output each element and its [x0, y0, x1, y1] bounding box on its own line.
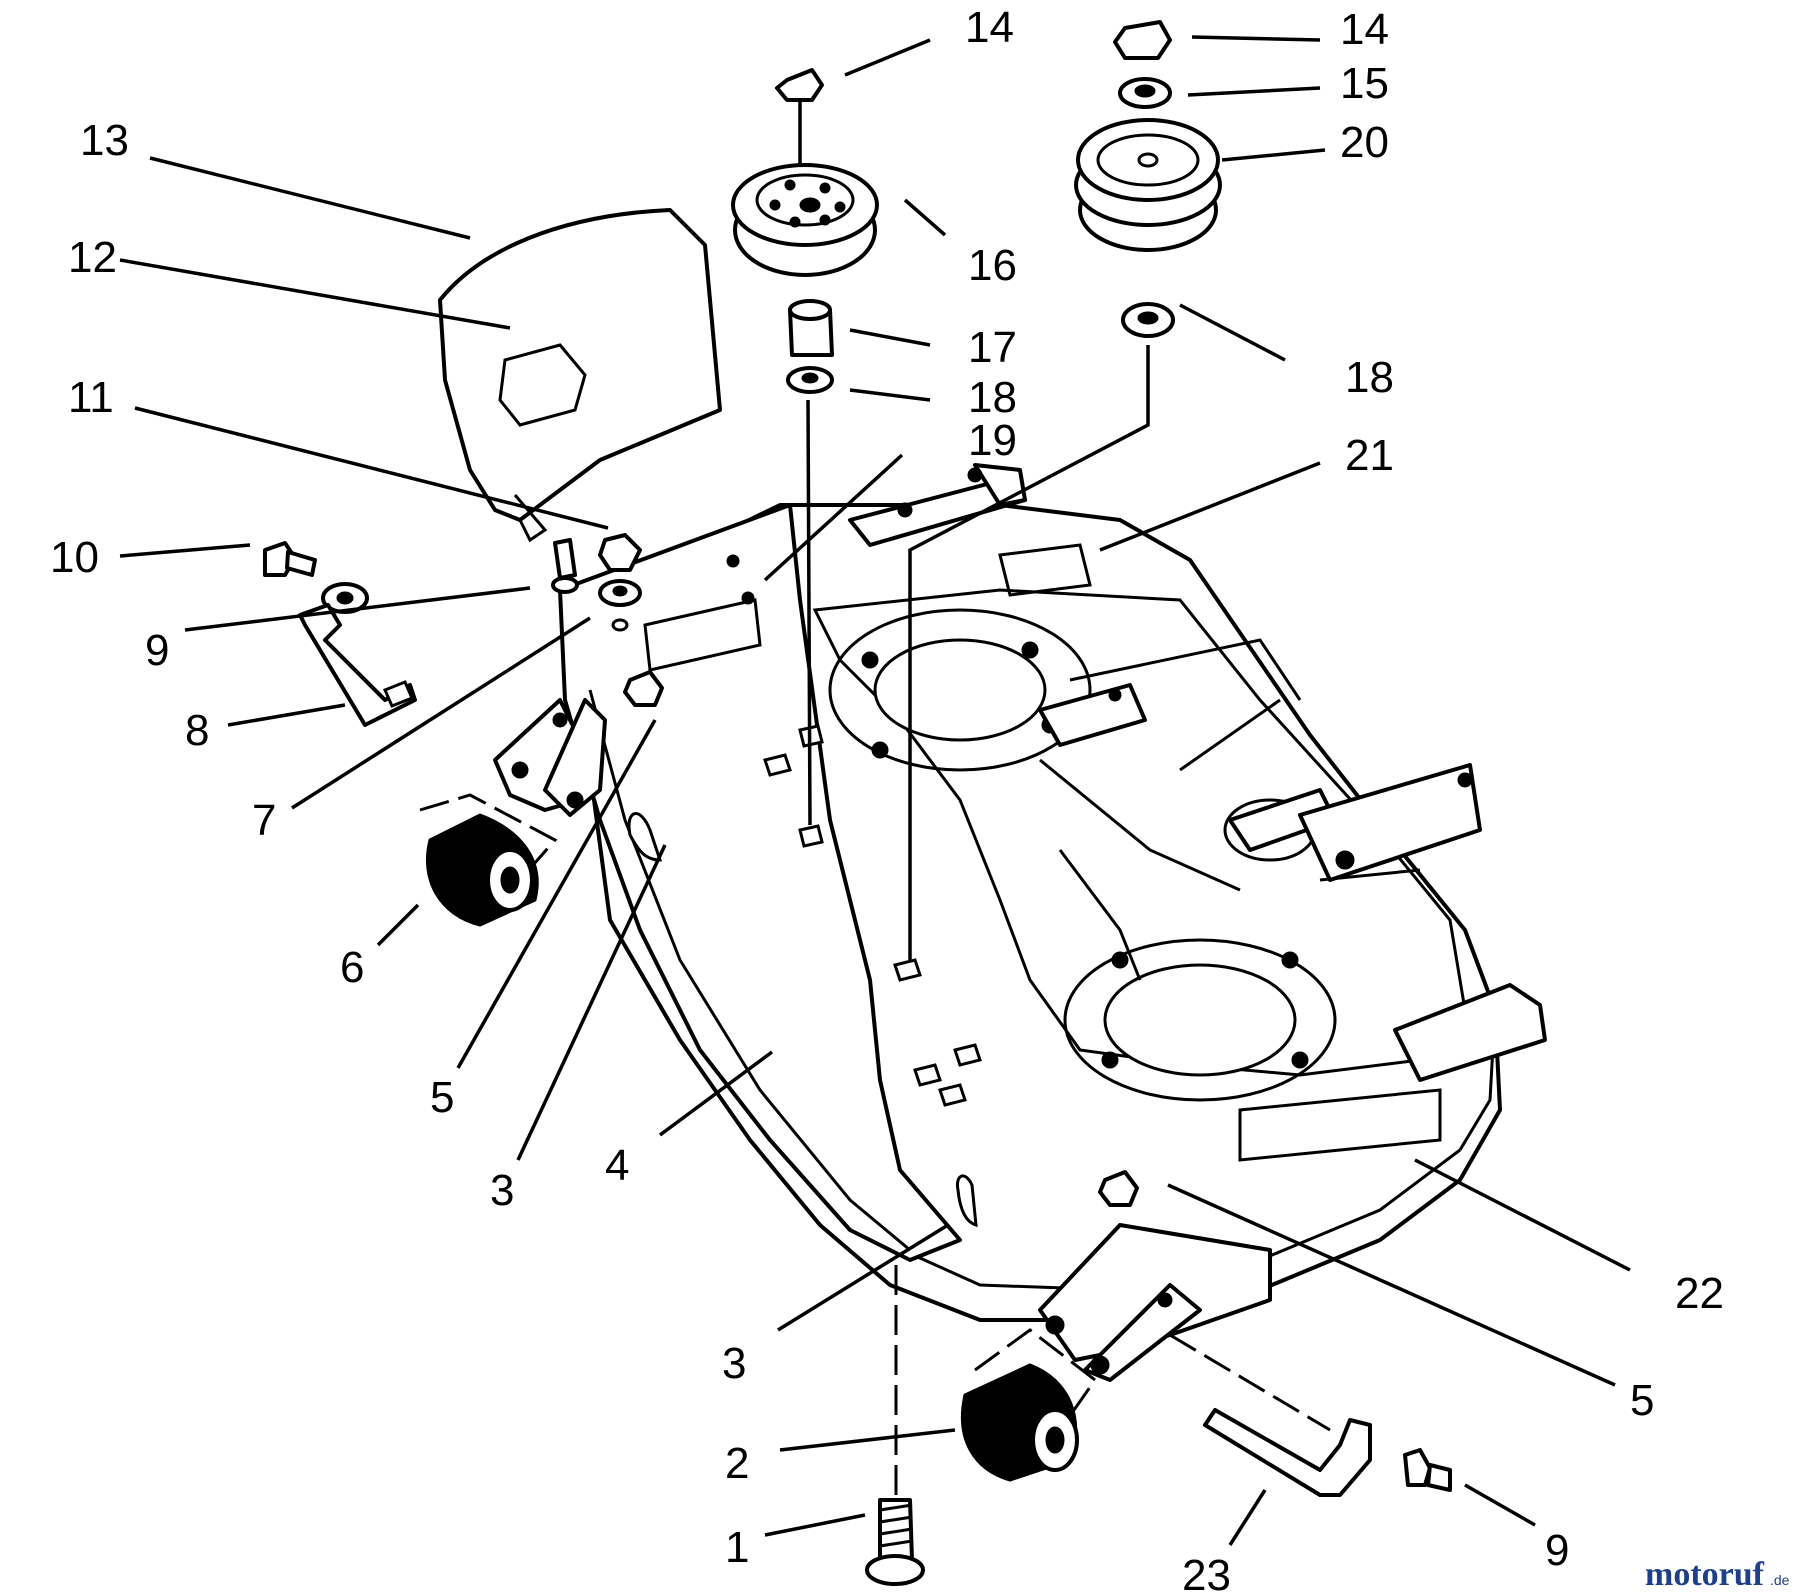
- callout-18-drive: 18: [1345, 353, 1394, 402]
- callout-6: 6: [340, 943, 364, 992]
- callout-5-rear: 5: [1630, 1376, 1654, 1425]
- rear-hardware: [865, 1170, 1452, 1586]
- idler-pulley-stack: [731, 68, 879, 826]
- deck-top-bracket: [848, 463, 1027, 547]
- callout-10: 10: [50, 533, 99, 582]
- callout-18-idler: 18: [968, 373, 1017, 422]
- callout-17: 17: [968, 323, 1017, 372]
- callout-8: 8: [185, 706, 209, 755]
- callout-20: 20: [1340, 118, 1389, 167]
- callout-leaders: [119, 35, 1631, 1546]
- belt-guard-shield: [438, 208, 722, 543]
- callout-22: 22: [1675, 1269, 1724, 1318]
- callout-labels: 14 14 15 20 13 16 12 17 18 18 11 19 21 1…: [50, 3, 1724, 1594]
- callout-3-rear: 3: [722, 1339, 746, 1388]
- callout-2: 2: [725, 1439, 749, 1488]
- callout-21: 21: [1345, 431, 1394, 480]
- left-hardware: [263, 533, 664, 927]
- callout-19: 19: [968, 416, 1017, 465]
- watermark-brand: motoruf: [1645, 1556, 1765, 1593]
- callout-7: 7: [252, 796, 276, 845]
- callout-11: 11: [68, 373, 114, 422]
- callout-15: 15: [1340, 59, 1389, 108]
- callout-4: 4: [605, 1141, 629, 1190]
- callout-14-drive: 14: [1340, 5, 1389, 54]
- callout-13: 13: [80, 116, 129, 165]
- callout-9-rear: 9: [1545, 1526, 1569, 1575]
- watermark-suffix: .de: [1770, 1572, 1790, 1588]
- watermark-logo: motoruf .de: [1645, 1556, 1790, 1593]
- deck-side-brackets: [1038, 683, 1547, 1082]
- callout-3-left: 3: [490, 1166, 514, 1215]
- callout-1: 1: [725, 1523, 749, 1572]
- callout-12: 12: [68, 233, 117, 282]
- callout-16: 16: [968, 241, 1017, 290]
- callout-9-left: 9: [145, 626, 169, 675]
- drive-pulley-stack: [908, 20, 1222, 960]
- callout-14-idler: 14: [965, 3, 1014, 52]
- callout-23: 23: [1182, 1551, 1231, 1594]
- callout-5-left: 5: [430, 1073, 454, 1122]
